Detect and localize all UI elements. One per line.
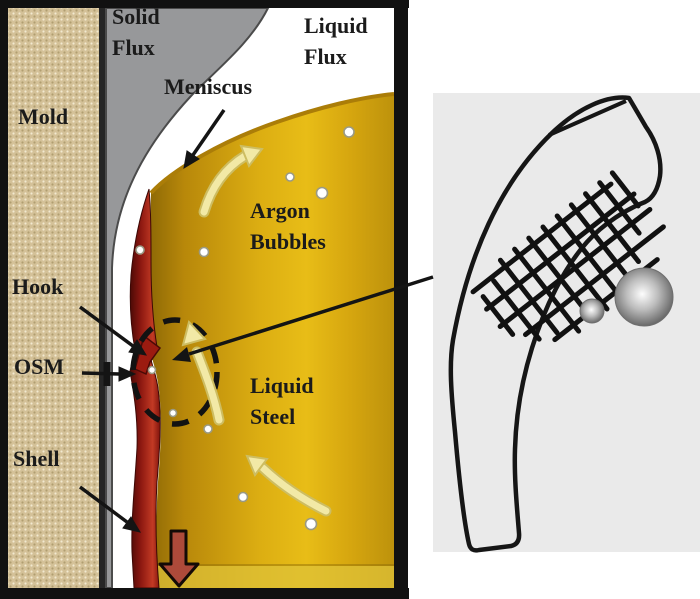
- label-liquid-steel: Liquid Steel: [250, 373, 314, 429]
- argon-bubble: [285, 172, 295, 182]
- argon-bubble: [147, 365, 157, 375]
- trapped-bubble-large: [614, 267, 674, 327]
- flow-arrow-middle: [181, 319, 225, 426]
- label-hook: Hook: [12, 274, 64, 299]
- liquid-steel-region: [150, 94, 394, 588]
- argon-bubble: [203, 424, 213, 434]
- argon-bubble: [343, 126, 355, 138]
- shell-shape: [129, 188, 161, 589]
- argon-bubble: [135, 245, 145, 255]
- frame-left: [0, 0, 8, 599]
- label-argon-bubbles: Argon Bubbles: [250, 198, 326, 254]
- mold-cross-section: [0, 0, 409, 599]
- flow-arrow-upper: [198, 144, 264, 218]
- meniscus-arrow: [183, 109, 226, 169]
- argon-bubble: [315, 186, 329, 200]
- solid-flux-region: [105, 7, 270, 589]
- casting-direction-arrow: [158, 529, 200, 588]
- osm-arrow: [81, 362, 137, 386]
- flow-arrow-lower: [245, 454, 332, 517]
- label-osm: OSM: [14, 354, 65, 379]
- argon-bubble: [198, 246, 210, 258]
- meniscus-surface-line: [149, 92, 395, 195]
- hook-detail-outline: [448, 95, 663, 553]
- zoom-callout-arrow: [172, 275, 434, 362]
- mold-edge-line: [99, 8, 106, 588]
- hook-arrow: [78, 305, 147, 356]
- frame-bottom: [0, 588, 409, 599]
- label-mold: Mold: [18, 104, 69, 129]
- label-shell: Shell: [13, 446, 60, 471]
- label-meniscus: Meniscus: [164, 74, 252, 99]
- label-solid-flux: Solid Flux: [112, 4, 160, 60]
- hook-highlight-circle: [130, 317, 220, 427]
- flow-arrows: [181, 144, 332, 517]
- hook-fold-line: [548, 99, 627, 137]
- frame-top: [0, 0, 409, 8]
- callout-arrows: [78, 109, 226, 533]
- argon-bubbles-group: [135, 126, 355, 531]
- argon-bubble: [168, 408, 178, 418]
- label-liquid-flux: Liquid Flux: [304, 13, 368, 69]
- shell-arrow: [78, 485, 142, 533]
- argon-bubble: [304, 517, 318, 531]
- argon-bubble: [237, 491, 249, 503]
- frame-right: [394, 0, 408, 599]
- bottom-steel-band: [150, 566, 394, 588]
- trapped-bubble-small: [579, 298, 605, 324]
- hook-detail-panel: [433, 93, 700, 553]
